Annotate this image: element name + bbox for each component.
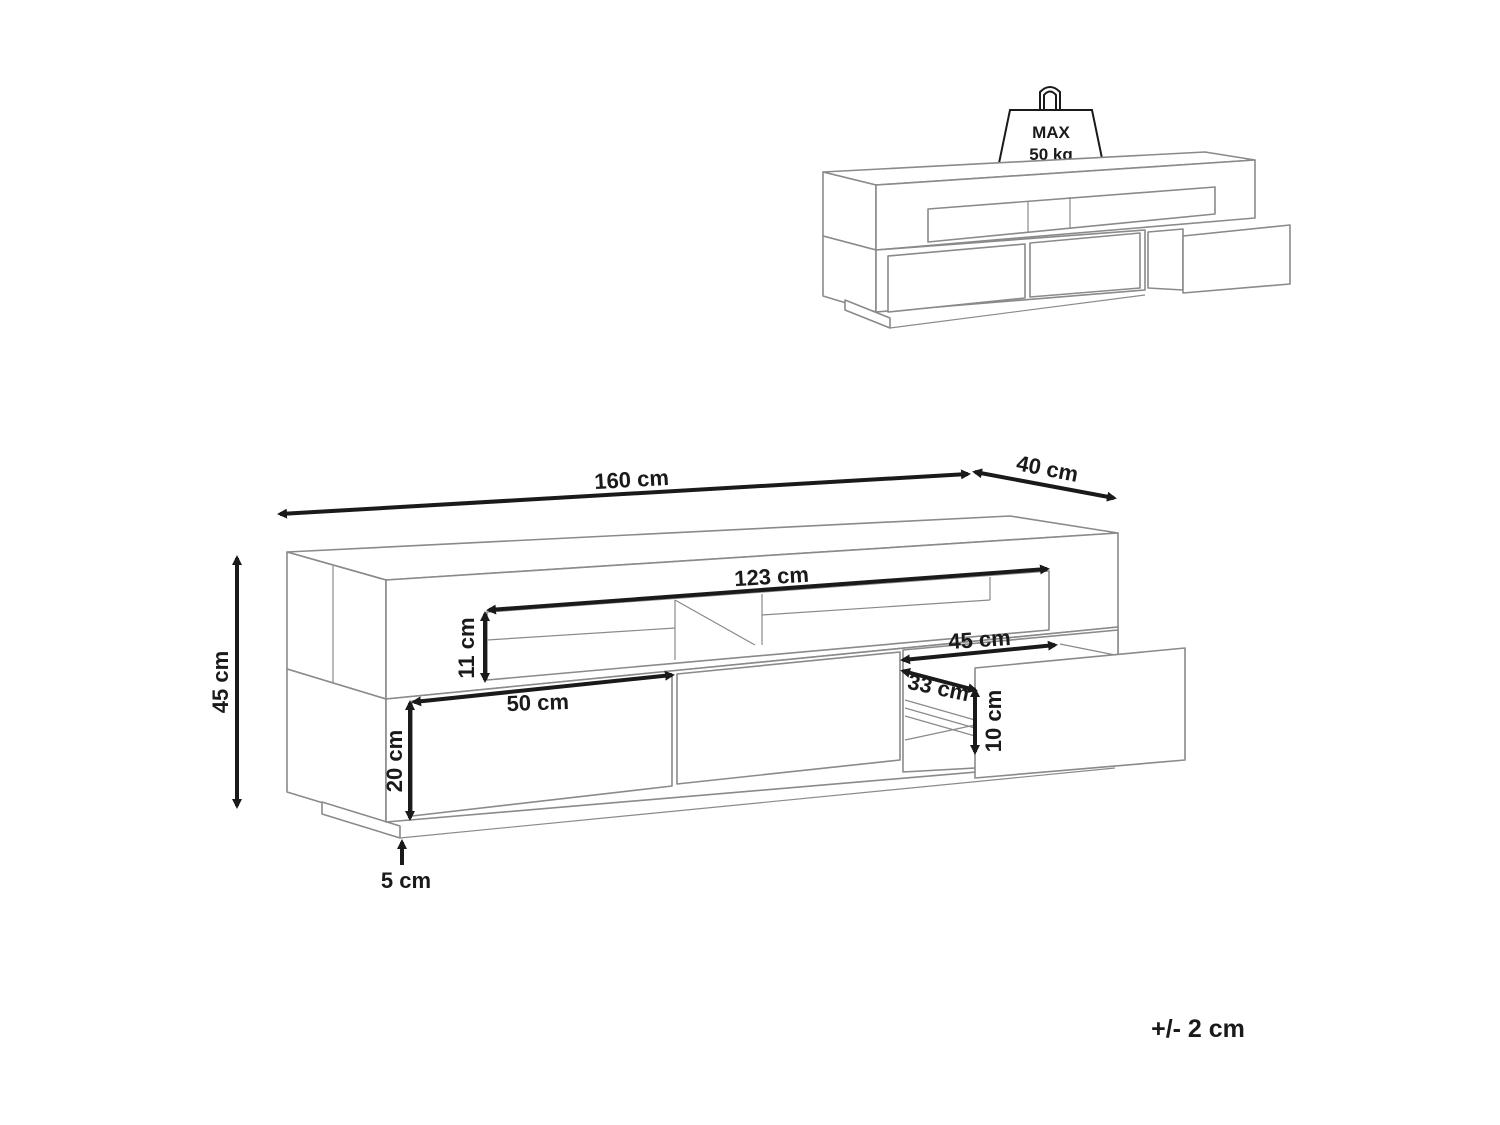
tolerance-label: +/- 2 cm — [1151, 1015, 1245, 1043]
main-cabinet — [286, 515, 1186, 839]
drawer-inner-height-label: 10 cm — [981, 690, 1006, 752]
drawer-open — [974, 647, 1186, 779]
shelf-width-label: 123 cm — [734, 562, 810, 592]
load-max-label: MAX — [1032, 123, 1070, 142]
drawer-width-label: 50 cm — [506, 689, 569, 716]
height-label: 45 cm — [208, 651, 233, 713]
total-width-label: 160 cm — [594, 465, 670, 494]
drawer-depth-label: 45 cm — [947, 625, 1011, 654]
thumbnail-view: MAX 50 kg — [822, 86, 1291, 329]
dimension-lines — [232, 468, 1117, 865]
base-height-label: 5 cm — [381, 868, 431, 893]
drawer-height-label: 20 cm — [382, 730, 407, 792]
shelf-height-label: 11 cm — [454, 617, 479, 678]
drawer-middle — [676, 651, 901, 785]
thumbnail-cabinet — [822, 151, 1291, 329]
